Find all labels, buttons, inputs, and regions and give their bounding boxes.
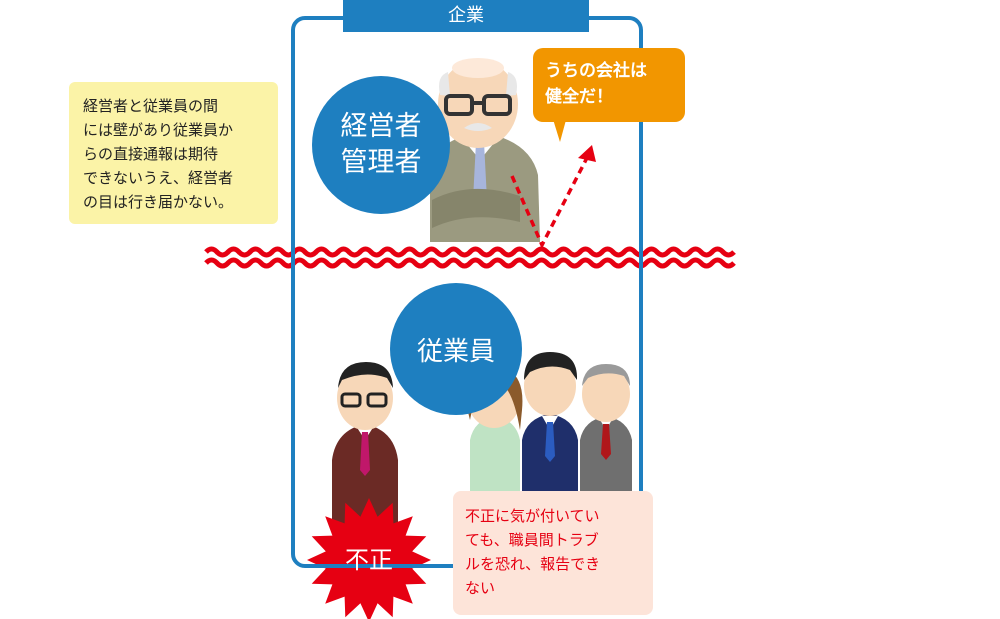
manager-label-circle: 経営者 管理者 xyxy=(312,76,450,214)
employees-label: 従業員 xyxy=(416,336,495,367)
note-line: には壁があり従業員か xyxy=(83,121,234,139)
note-line: 経営者と従業員の間 xyxy=(83,97,219,115)
note-line: ない xyxy=(465,579,496,597)
note-line: 不正に気が付いてい xyxy=(465,507,600,525)
fraud-starburst xyxy=(307,498,431,619)
employees-explanation-note: 不正に気が付いてい ても、職員間トラブ ルを恐れ、報告でき ない xyxy=(453,491,653,615)
note-line: できないうえ、経営者 xyxy=(83,169,234,187)
manager-speech-bubble: うちの会社は 健全だ！ xyxy=(533,48,685,122)
company-frame-title: 企業 xyxy=(343,0,589,32)
note-line: の目は行き届かない。 xyxy=(83,193,234,211)
note-line: ルを恐れ、報告でき xyxy=(465,555,601,573)
employee-older-man-figure xyxy=(580,364,632,495)
fraud-label: 不正 xyxy=(345,546,393,574)
manager-label-line: 経営者 xyxy=(340,111,422,142)
note-line: ても、職員間トラブ xyxy=(465,531,599,549)
deflection-arrow xyxy=(510,151,592,250)
arrow-head-icon xyxy=(578,145,596,162)
speech-line: 健全だ！ xyxy=(545,87,613,107)
employee-man-figure xyxy=(522,352,578,495)
manager-label-line: 管理者 xyxy=(340,147,422,178)
wall-explanation-note: 経営者と従業員の間 には壁があり従業員か らの直接通報は期待 できないうえ、経営… xyxy=(69,82,278,224)
employees-label-circle: 従業員 xyxy=(390,283,522,415)
speech-line: うちの会社は xyxy=(545,61,647,81)
fraud-employee-figure xyxy=(332,362,398,530)
note-line: らの直接通報は期待 xyxy=(83,145,219,163)
manager-figure xyxy=(430,58,540,242)
speech-tail xyxy=(552,116,566,142)
